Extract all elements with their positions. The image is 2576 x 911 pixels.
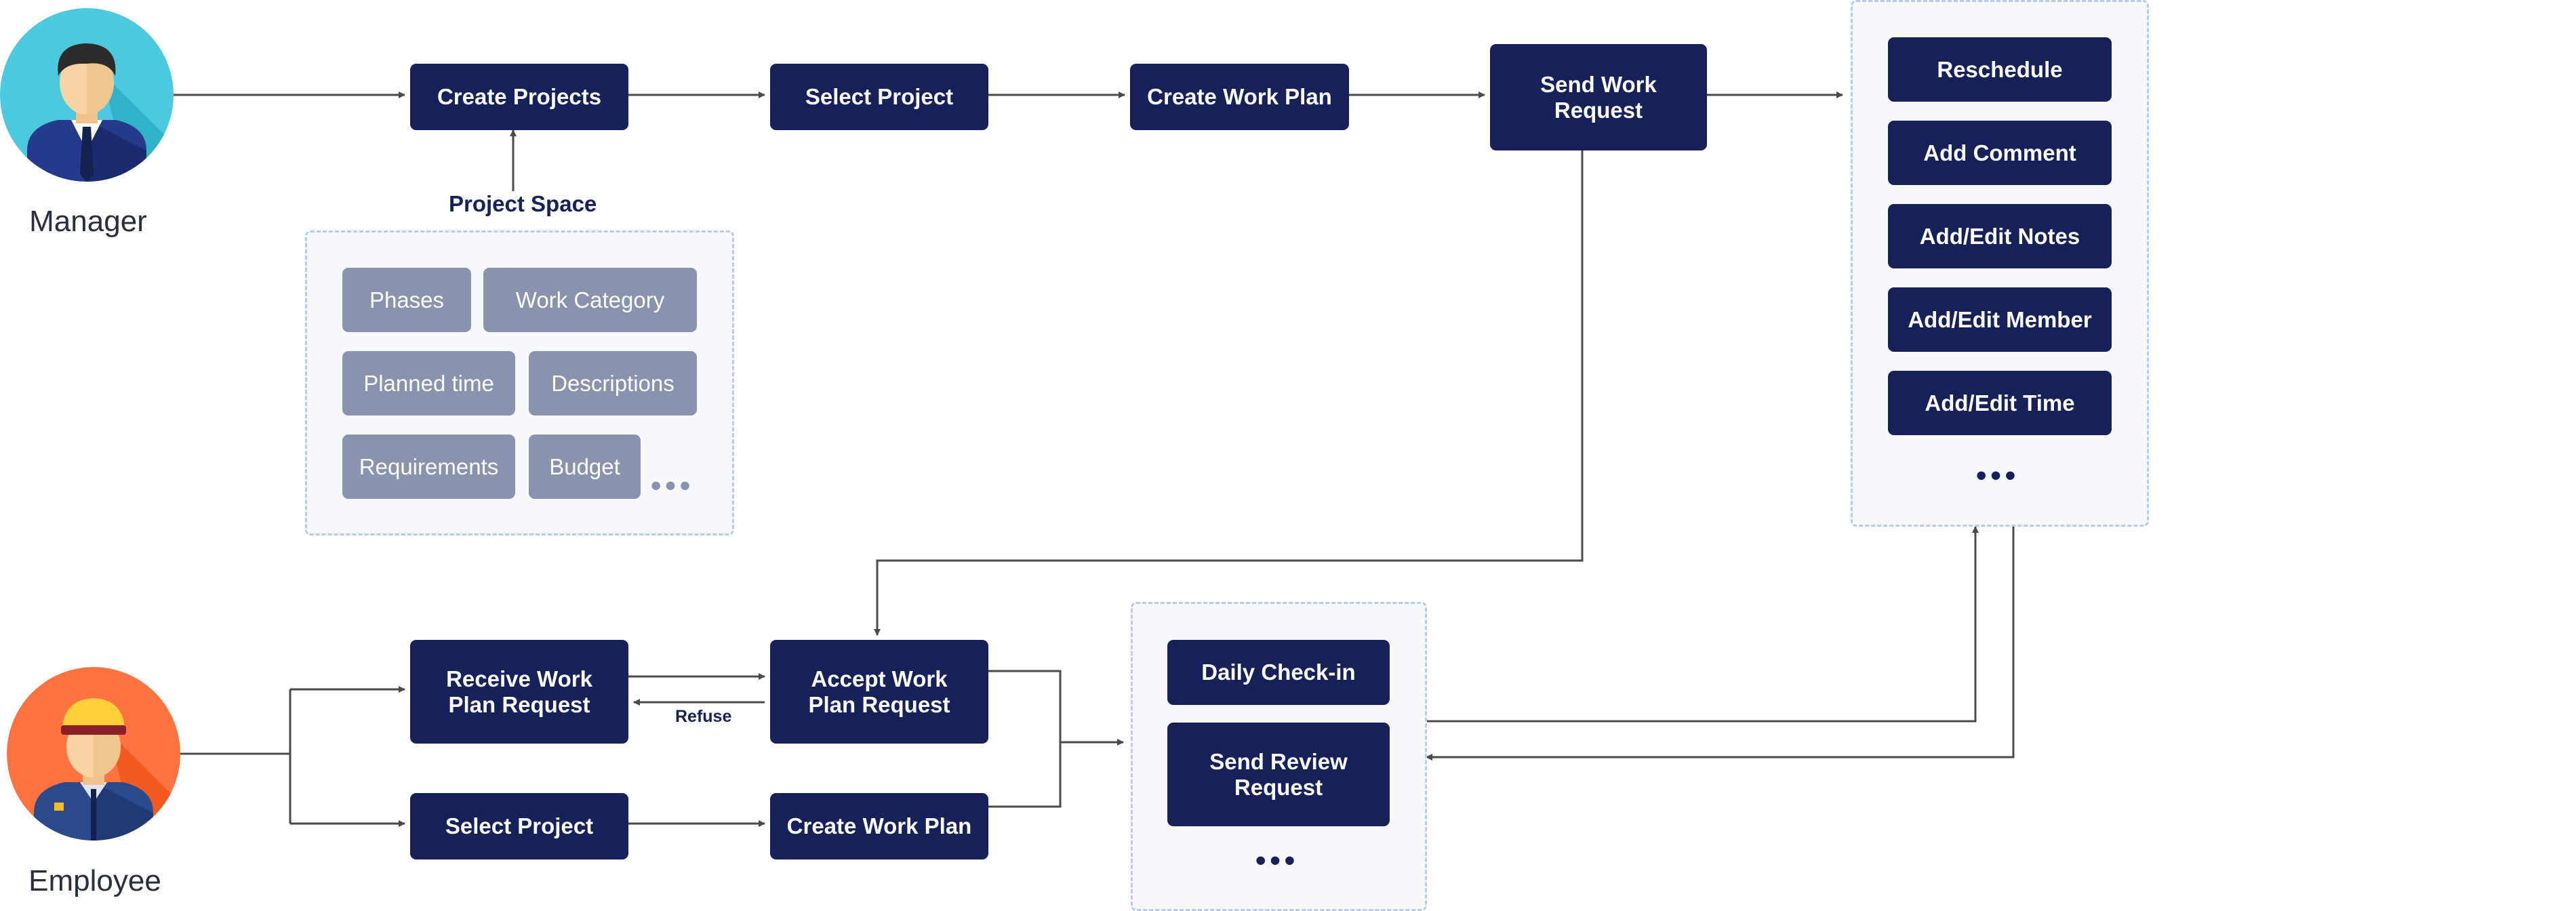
arrow-employee-actions-to-request-actions bbox=[1422, 526, 1979, 723]
send-review-request-node[interactable]: Send Review Request bbox=[1167, 723, 1390, 826]
daily-check-in-node[interactable]: Daily Check-in bbox=[1167, 640, 1390, 705]
add-edit-time-node[interactable]: Add/Edit Time bbox=[1888, 371, 2112, 435]
accept-work-plan-request-node[interactable]: Accept Work Plan Request bbox=[770, 640, 988, 744]
tag-planned-time: Planned time bbox=[342, 351, 515, 416]
refuse-label: Refuse bbox=[675, 707, 732, 726]
receive-work-plan-request-node[interactable]: Receive Work Plan Request bbox=[410, 640, 628, 744]
manager-avatar bbox=[0, 8, 174, 182]
reschedule-node[interactable]: Reschedule bbox=[1888, 37, 2112, 102]
add-edit-member-node[interactable]: Add/Edit Member bbox=[1888, 287, 2112, 352]
create-projects-node[interactable]: Create Projects bbox=[410, 64, 628, 130]
employee-select-project-node[interactable]: Select Project bbox=[410, 793, 628, 859]
add-comment-node[interactable]: Add Comment bbox=[1888, 121, 2112, 185]
manager-label: Manager bbox=[29, 205, 147, 238]
employee-actions-more-icon: ••• bbox=[1255, 844, 1300, 877]
create-work-plan-node[interactable]: Create Work Plan bbox=[1130, 64, 1349, 130]
tag-phases: Phases bbox=[342, 268, 471, 332]
tag-budget: Budget bbox=[529, 434, 641, 499]
line-work-plan-to-merge bbox=[988, 742, 1062, 808]
project-space-more-icon: ••• bbox=[651, 469, 695, 502]
tag-descriptions: Descriptions bbox=[529, 351, 697, 416]
select-project-node[interactable]: Select Project bbox=[770, 64, 988, 130]
tag-requirements: Requirements bbox=[342, 434, 515, 499]
employee-avatar bbox=[7, 667, 180, 841]
tag-work-category: Work Category bbox=[483, 268, 697, 332]
line-accept-to-merge bbox=[988, 670, 1062, 742]
arrow-request-actions-to-employee-actions bbox=[1426, 527, 2015, 761]
request-actions-more-icon: ••• bbox=[1976, 459, 2020, 492]
arrow-send-request-to-accept bbox=[874, 150, 1584, 636]
employee-label: Employee bbox=[28, 864, 161, 897]
send-work-request-node[interactable]: Send Work Request bbox=[1490, 44, 1707, 150]
add-edit-notes-node[interactable]: Add/Edit Notes bbox=[1888, 204, 2112, 268]
employee-create-work-plan-node[interactable]: Create Work Plan bbox=[770, 793, 988, 859]
project-space-label: Project Space bbox=[449, 191, 597, 216]
